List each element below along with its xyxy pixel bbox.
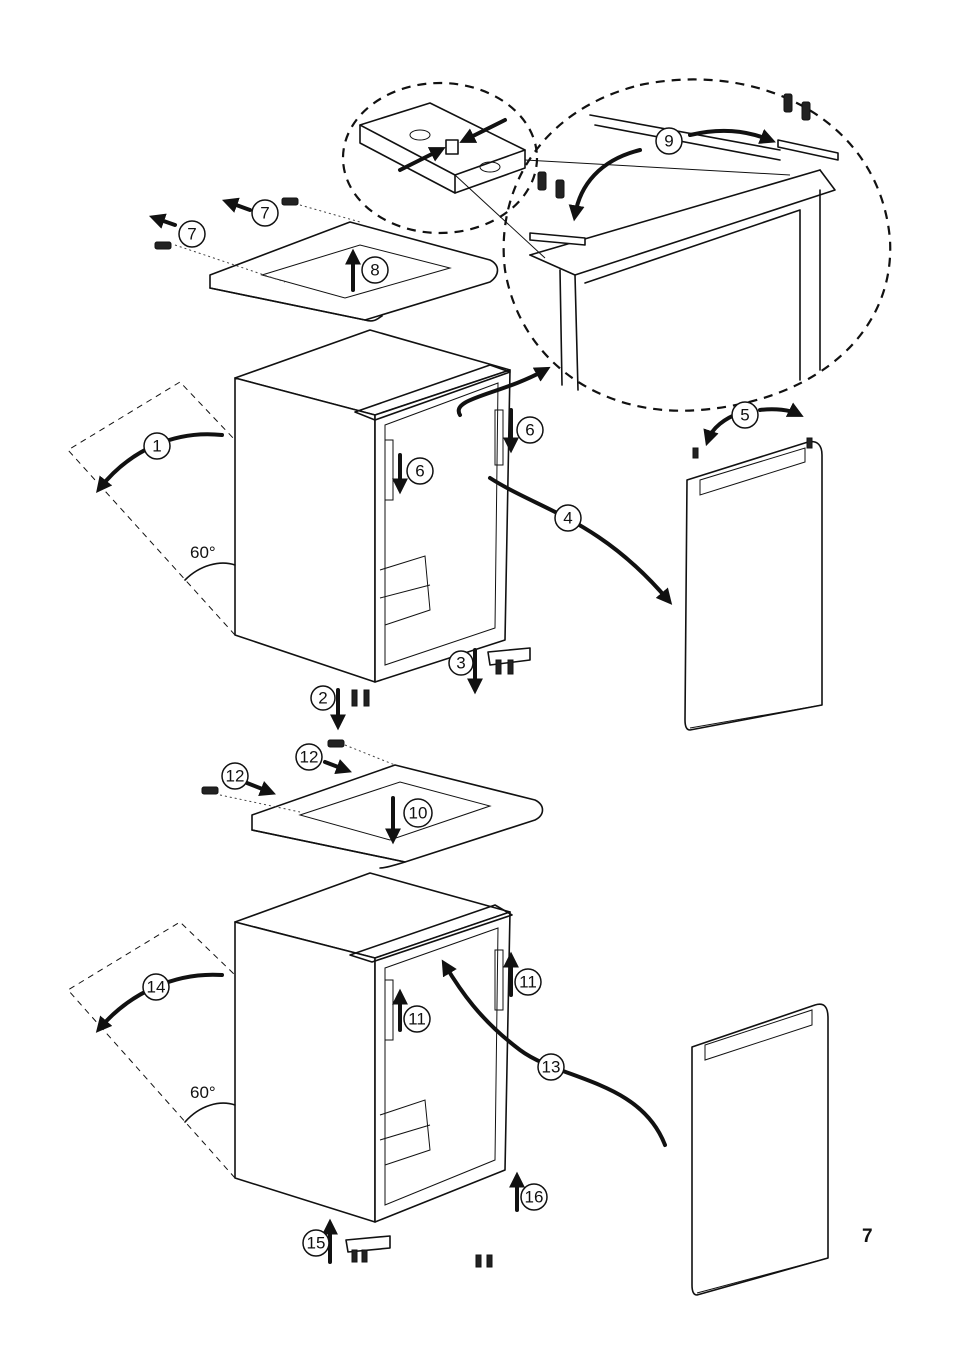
screw-icon: [487, 1255, 492, 1267]
step-5-callout: 5: [732, 402, 758, 428]
step-5-label: 5: [740, 406, 749, 425]
step-1-callout: 1: [144, 433, 170, 459]
step-3-callout: 3: [449, 651, 473, 675]
step-7b-label: 7: [187, 225, 196, 244]
step-1-label: 1: [152, 437, 161, 456]
step-7-callout-b: 7: [179, 221, 205, 247]
screw-icon: [352, 690, 357, 706]
screw-icon: [352, 1250, 357, 1262]
step-11-callout-a: 11: [404, 1006, 430, 1032]
step-11b-label: 11: [519, 973, 537, 992]
step-15-callout: 15: [303, 1230, 329, 1256]
step-11-callout-b: 11: [515, 969, 541, 995]
angle-label-bottom: 60°: [190, 1083, 216, 1102]
step-7a-label: 7: [260, 204, 269, 223]
step-6-callout-b: 6: [517, 417, 543, 443]
step-12-callout-a: 12: [296, 744, 322, 770]
screw-icon: [282, 198, 298, 205]
step-16-callout: 16: [521, 1184, 547, 1210]
step-3-label: 3: [456, 654, 465, 673]
screw-icon: [807, 438, 812, 448]
screw-icon: [476, 1255, 481, 1267]
bottom-cabinet: [68, 873, 665, 1267]
step-12a-label: 12: [300, 748, 319, 767]
screw-icon: [508, 660, 513, 674]
step-14-callout: 14: [143, 974, 169, 1000]
step-12b-label: 12: [226, 767, 245, 786]
screw-icon: [328, 740, 344, 747]
step-4-callout: 4: [555, 505, 581, 531]
step-6a-label: 6: [415, 462, 424, 481]
step-7-callout-a: 7: [252, 200, 278, 226]
screw-icon: [693, 448, 698, 458]
step-2-label: 2: [318, 689, 327, 708]
detail-bubble-hinge: [504, 79, 891, 410]
step-12-callout-b: 12: [222, 763, 248, 789]
step-10-label: 10: [409, 804, 428, 823]
step-11a-label: 11: [408, 1010, 426, 1029]
bottom-worktop: [202, 740, 543, 868]
reinstalled-door-bottom: [692, 1004, 828, 1295]
screw-icon: [496, 660, 501, 674]
step-9-label: 9: [664, 132, 673, 151]
step-6-callout-a: 6: [407, 458, 433, 484]
step-14-label: 14: [147, 978, 166, 997]
screw-icon: [364, 690, 369, 706]
step-16-label: 16: [525, 1188, 544, 1207]
step-8-label: 8: [370, 261, 379, 280]
screw-icon: [202, 787, 218, 794]
screw-icon: [362, 1250, 367, 1262]
step-13-callout: 13: [538, 1054, 564, 1080]
step-13-label: 13: [542, 1058, 561, 1077]
step-9-callout: 9: [656, 128, 682, 154]
step-2-callout: 2: [311, 686, 335, 710]
removed-door-top: [685, 409, 822, 730]
top-worktop: [155, 198, 498, 321]
screw-icon: [155, 242, 171, 249]
connector-line: [525, 160, 790, 175]
connector-line: [455, 175, 545, 258]
angle-label-top: 60°: [190, 543, 216, 562]
page-number: 7: [862, 1226, 873, 1247]
step-10-callout: 10: [404, 799, 432, 827]
step-6b-label: 6: [525, 421, 534, 440]
step-15-label: 15: [307, 1234, 326, 1253]
step-8-callout: 8: [362, 257, 388, 283]
step-4-label: 4: [563, 509, 572, 528]
detail-bubble-small: [343, 83, 537, 233]
